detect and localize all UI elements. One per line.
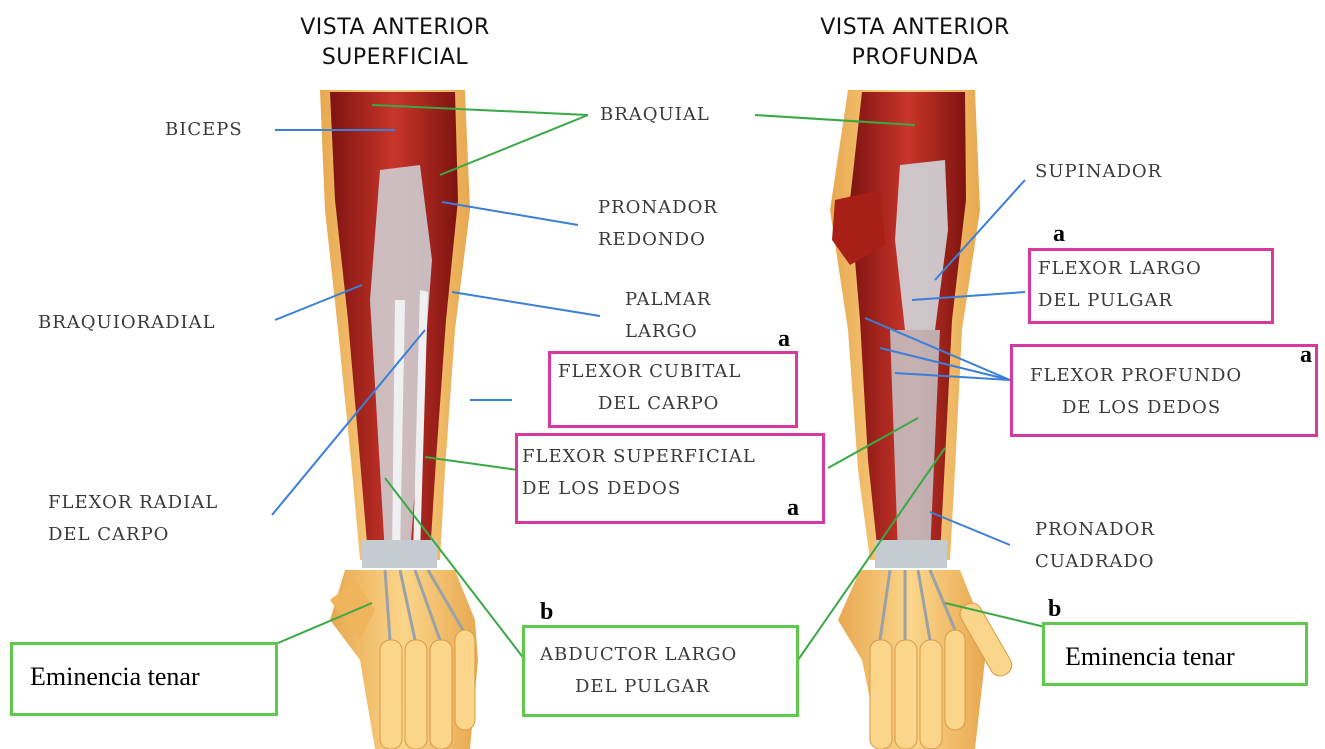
label-abductor-line2: DEL PULGAR: [540, 671, 737, 703]
title-right-line1: VISTA ANTERIOR: [785, 13, 1045, 43]
label-flexor-profundo-line2: DE LOS DEDOS: [1030, 392, 1242, 424]
label-braquioradial-text: BRAQUIORADIAL: [38, 307, 216, 339]
title-right-line2: PROFUNDA: [785, 43, 1045, 73]
label-flexor-profundo-line1: FLEXOR PROFUNDO: [1030, 360, 1242, 392]
label-pronador-redondo-line1: PRONADOR: [598, 192, 718, 224]
mark-a-flexor-profundo: a: [1300, 343, 1312, 367]
label-eminencia-left: Eminencia tenar: [30, 662, 200, 692]
label-flexor-largo-pulgar: FLEXOR LARGO DEL PULGAR: [1038, 253, 1202, 317]
mark-a-flexor-cubital: a: [778, 327, 790, 351]
label-flexor-largo-pulgar-line1: FLEXOR LARGO: [1038, 253, 1202, 285]
label-pronador-redondo-line2: REDONDO: [598, 224, 718, 256]
label-pronador-cuadrado-line2: CUADRADO: [1035, 546, 1155, 578]
label-flexor-profundo: FLEXOR PROFUNDO DE LOS DEDOS: [1030, 360, 1242, 424]
label-abductor: ABDUCTOR LARGO DEL PULGAR: [540, 639, 737, 703]
label-pronador-redondo: PRONADOR REDONDO: [598, 192, 718, 256]
label-abductor-line1: ABDUCTOR LARGO: [540, 639, 737, 671]
label-flexor-cubital-line2: DEL CARPO: [558, 388, 741, 420]
label-flexor-radial-line2: DEL CARPO: [48, 519, 218, 551]
label-braquial-text: BRAQUIAL: [600, 99, 710, 131]
left-forearm: [320, 90, 478, 749]
label-flexor-largo-pulgar-line2: DEL PULGAR: [1038, 285, 1202, 317]
title-left-line2: SUPERFICIAL: [265, 43, 525, 73]
label-pronador-cuadrado-line1: PRONADOR: [1035, 514, 1155, 546]
label-flexor-superficial-line2: DE LOS DEDOS: [522, 473, 756, 505]
label-palmar-largo: PALMAR LARGO: [625, 284, 711, 348]
mark-a-flexor-superficial: a: [787, 496, 799, 520]
label-supinador: SUPINADOR: [1035, 156, 1162, 188]
right-forearm: [830, 90, 1015, 749]
title-right: VISTA ANTERIOR PROFUNDA: [785, 13, 1045, 73]
label-biceps: BICEPS: [165, 114, 243, 146]
label-supinador-text: SUPINADOR: [1035, 156, 1162, 188]
label-flexor-superficial-line1: FLEXOR SUPERFICIAL: [522, 441, 756, 473]
label-braquioradial: BRAQUIORADIAL: [38, 307, 216, 339]
label-eminencia-right: Eminencia tenar: [1065, 642, 1235, 672]
label-palmar-largo-line2: LARGO: [625, 316, 711, 348]
title-left: VISTA ANTERIOR SUPERFICIAL: [265, 13, 525, 73]
label-palmar-largo-line1: PALMAR: [625, 284, 711, 316]
title-left-line1: VISTA ANTERIOR: [265, 13, 525, 43]
label-flexor-cubital-line1: FLEXOR CUBITAL: [558, 356, 741, 388]
mark-a-flexor-largo-pulgar: a: [1053, 222, 1065, 246]
label-biceps-text: BICEPS: [165, 114, 243, 146]
label-braquial: BRAQUIAL: [600, 99, 710, 131]
label-flexor-radial: FLEXOR RADIAL DEL CARPO: [48, 487, 218, 551]
mark-b-abductor: b: [540, 600, 553, 624]
label-flexor-radial-line1: FLEXOR RADIAL: [48, 487, 218, 519]
mark-b-eminencia-right: b: [1048, 597, 1061, 621]
label-flexor-superficial: FLEXOR SUPERFICIAL DE LOS DEDOS: [522, 441, 756, 505]
label-pronador-cuadrado: PRONADOR CUADRADO: [1035, 514, 1155, 578]
label-flexor-cubital: FLEXOR CUBITAL DEL CARPO: [558, 356, 741, 420]
